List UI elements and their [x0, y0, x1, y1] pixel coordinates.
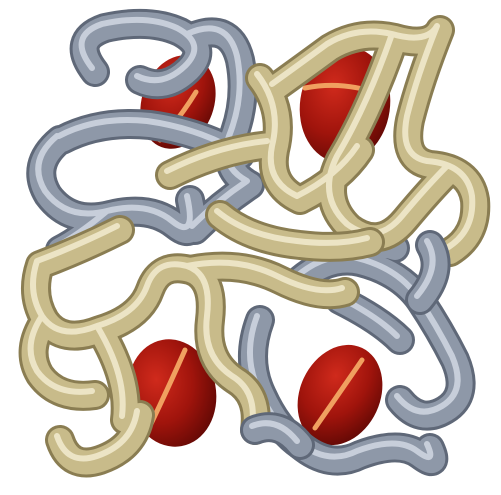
heme-group-bottom-right: [297, 344, 383, 446]
gray-chain-top-left: [26, 8, 265, 265]
tan-chain-bottom-left: [18, 200, 385, 478]
gray-chain-overpass: [240, 230, 451, 460]
tan-chain-top-right: [155, 15, 491, 267]
